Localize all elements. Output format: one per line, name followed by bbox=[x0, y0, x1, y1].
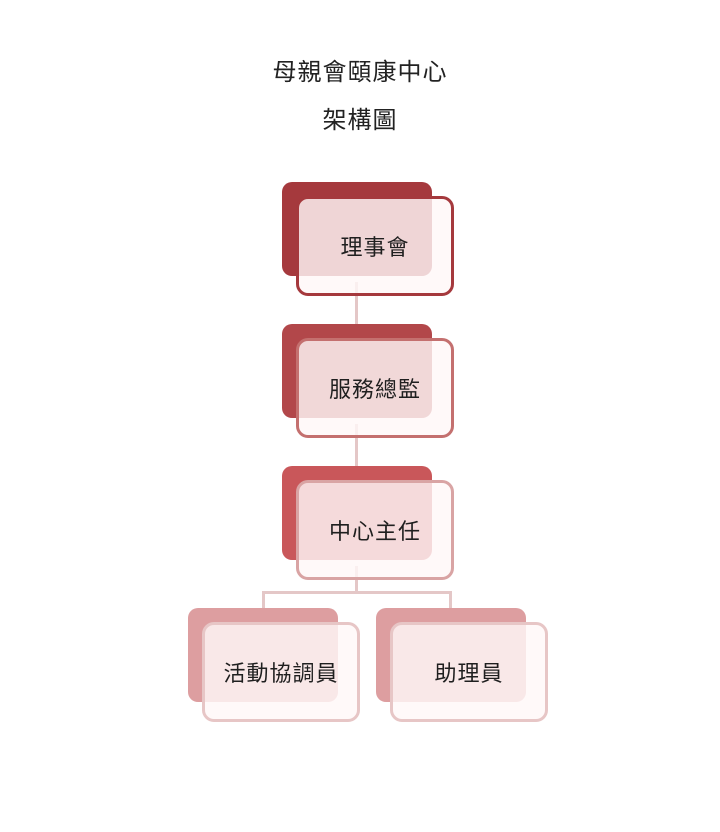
org-node-center-manager: 中心主任 bbox=[282, 466, 454, 582]
connector-board-director bbox=[355, 282, 358, 340]
node-label: 理事會 bbox=[340, 236, 410, 261]
page-title: 母親會頤康中心 bbox=[272, 58, 448, 86]
page-subtitle: 架構圖 bbox=[322, 106, 398, 134]
node-label-box: 中心主任 bbox=[296, 480, 454, 580]
org-node-service-director: 服務總監 bbox=[282, 324, 454, 440]
node-label-box: 服務總監 bbox=[296, 338, 454, 438]
org-node-board: 理事會 bbox=[282, 182, 454, 298]
connector-horizontal-branch bbox=[262, 591, 452, 594]
connector-director-manager bbox=[355, 424, 358, 482]
node-label-box: 助理員 bbox=[390, 622, 548, 722]
node-label: 服務總監 bbox=[328, 378, 421, 403]
connector-branch-left bbox=[262, 591, 265, 608]
node-label: 活動協調員 bbox=[223, 662, 339, 687]
connector-branch-right bbox=[449, 591, 452, 608]
node-label-box: 活動協調員 bbox=[202, 622, 360, 722]
node-label: 中心主任 bbox=[328, 520, 421, 545]
org-node-activity-coordinator: 活動協調員 bbox=[188, 608, 360, 724]
org-node-assistant: 助理員 bbox=[376, 608, 548, 724]
node-label-box: 理事會 bbox=[296, 196, 454, 296]
node-label: 助理員 bbox=[434, 662, 504, 687]
